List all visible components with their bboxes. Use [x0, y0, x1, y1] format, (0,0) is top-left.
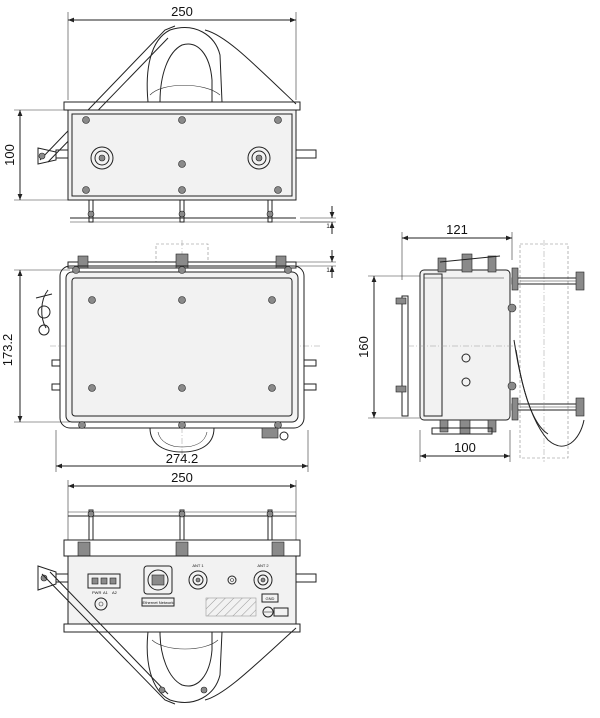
label-a2: A2 [112, 590, 118, 595]
label-gnd: GND [266, 596, 275, 601]
top-view: 250 100 [2, 4, 336, 234]
dim-top-gap-2: 1 [326, 268, 330, 274]
side-view: 121 160 [356, 222, 585, 462]
dim-front-height: 173.2 [0, 334, 15, 367]
dim-bottom-width: 250 [171, 470, 193, 485]
bottom-view: 250 PWR A1 A2 Ether [37, 470, 317, 705]
dim-side-width: 121 [446, 222, 468, 237]
dim-top-height: 100 [2, 144, 17, 166]
label-ant1: ANT 1 [192, 563, 204, 568]
dim-side-depth: 100 [454, 440, 476, 455]
dim-side-height: 160 [356, 336, 371, 358]
label-a1: A1 [103, 590, 109, 595]
dim-top-gap-1: 1 [326, 224, 330, 230]
dim-top-width: 250 [171, 4, 193, 19]
label-ethernet: Ethernet Network [143, 600, 174, 605]
label-ant2: ANT 2 [257, 563, 269, 568]
dim-front-width: 274.2 [166, 451, 199, 466]
label-pwr: PWR [92, 590, 101, 595]
front-view: 1 173.2 [0, 240, 336, 472]
